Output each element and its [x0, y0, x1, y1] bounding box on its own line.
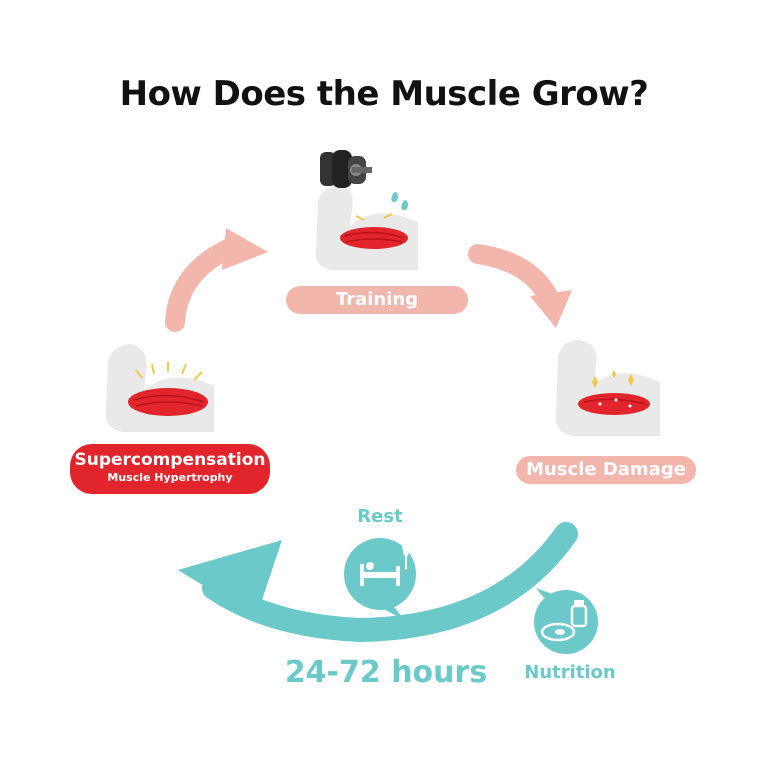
- stage-damage-label: Muscle Damage: [516, 456, 696, 484]
- food-bottle-icon: [534, 588, 598, 654]
- sparkle-icon: [592, 370, 634, 388]
- bed-lamp-icon: [344, 538, 416, 620]
- stage-supercompensation-badge: Supercompensation Muscle Hypertrophy: [70, 444, 270, 494]
- damaged-arm-icon: [555, 340, 660, 436]
- sweat-drop-icon: [355, 192, 408, 221]
- supercompensation-arm-icon: [105, 344, 214, 432]
- arrow-to-training-icon: [165, 228, 268, 332]
- diagram-title: How Does the Muscle Grow?: [119, 74, 649, 114]
- stage-training-label: Training: [286, 286, 468, 314]
- nutrition-label: Nutrition: [524, 662, 616, 683]
- stage-supercompensation-label: Supercompensation: [74, 450, 266, 470]
- stage-supercompensation-sublabel: Muscle Hypertrophy: [107, 471, 233, 484]
- arrow-to-damage-icon: [468, 244, 572, 328]
- training-arm-icon: [315, 186, 418, 270]
- recovery-arrow-icon: [178, 522, 578, 643]
- rest-label: Rest: [357, 506, 403, 527]
- duration-label: 24-72 hours: [284, 655, 488, 690]
- dumbbell-icon: [320, 150, 372, 188]
